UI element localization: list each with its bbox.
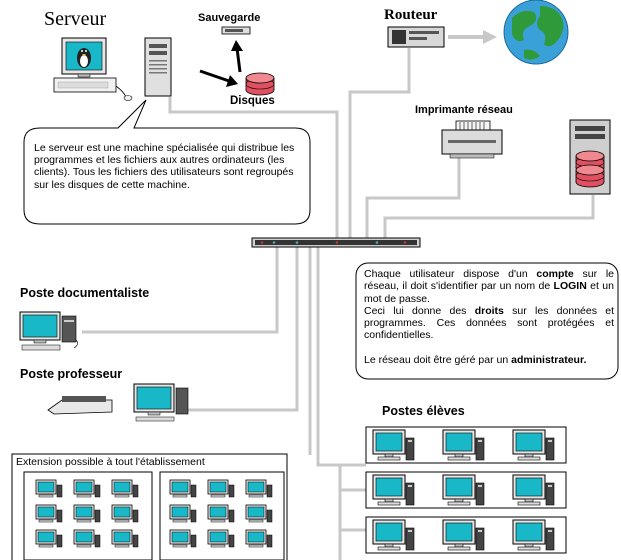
backup-device (221, 26, 251, 35)
router-globe-arrow (448, 30, 497, 44)
network-cables (82, 48, 595, 560)
label-serveur: Serveur (44, 8, 107, 30)
server-tower (144, 37, 172, 97)
label-routeur: Routeur (384, 7, 438, 23)
label-poste-professeur: Poste professeur (20, 367, 123, 381)
label-postes-eleves: Postes élèves (382, 404, 465, 418)
server-monitor (53, 37, 133, 101)
disks-icon (245, 72, 275, 96)
extension-zone (11, 453, 288, 560)
scanner-icon (47, 396, 113, 415)
poste-documentaliste-pc (19, 311, 78, 351)
network-note-box (355, 262, 619, 380)
postes-eleves-group (365, 426, 567, 554)
arrow-icons (199, 40, 243, 87)
globe-icon (503, 0, 569, 65)
poste-professeur-pc (133, 383, 189, 422)
server-bubble-shape (23, 99, 311, 225)
printer-icon (441, 120, 503, 159)
router-device (387, 26, 445, 48)
label-disques: Disques (230, 95, 275, 107)
label-sauvegarde: Sauvegarde (198, 12, 261, 24)
storage-server (569, 119, 611, 195)
label-imprimante: Imprimante réseau (415, 104, 513, 116)
label-extension: Extension possible à tout l'établissemen… (16, 456, 205, 468)
network-hub (251, 237, 421, 248)
label-poste-documentaliste: Poste documentaliste (20, 286, 150, 300)
network-note-text: Chaque utilisateur dispose d'un compte s… (364, 268, 614, 366)
server-bubble-text: Le serveur est une machine spécialisée q… (34, 142, 295, 191)
